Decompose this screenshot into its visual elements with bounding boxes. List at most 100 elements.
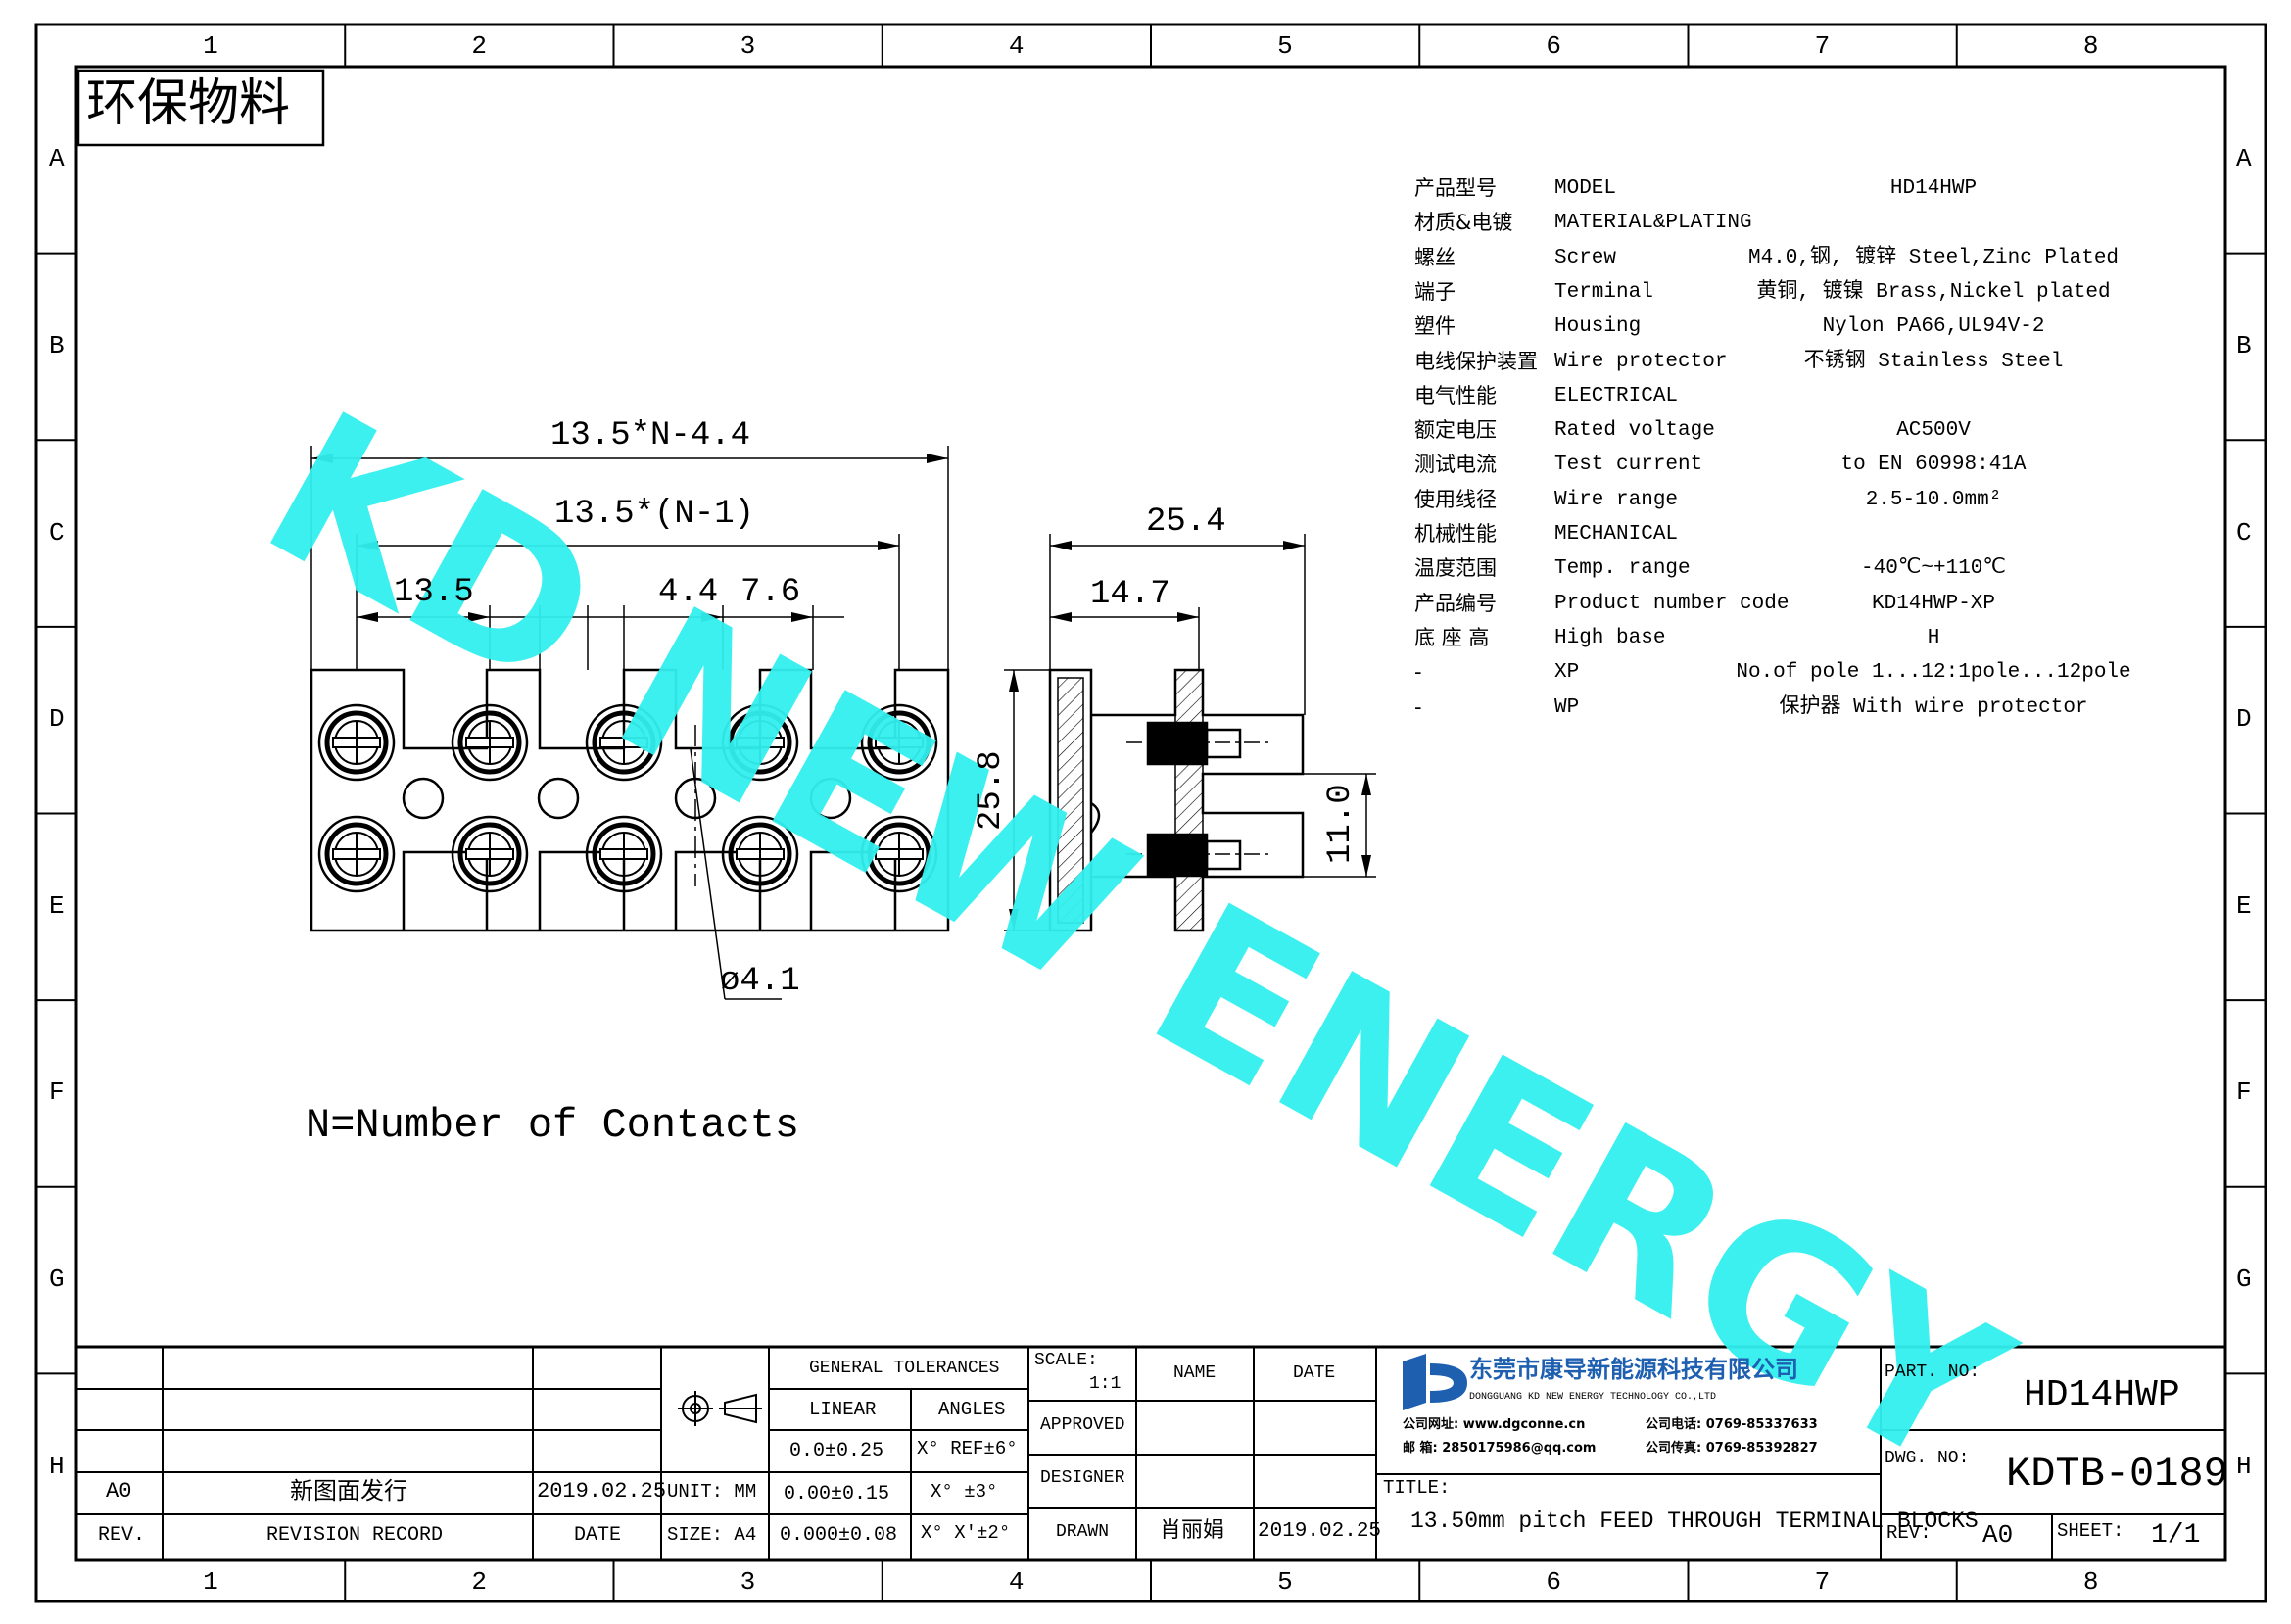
- tol-angles-3: X° X'±2°: [921, 1522, 1011, 1544]
- spec-label-cn: 端子: [1414, 279, 1456, 304]
- tol-linear-1: 0.0±0.25: [789, 1440, 884, 1462]
- rev-header-date: DATE: [574, 1524, 622, 1547]
- side-screw-bottom: [1126, 833, 1273, 878]
- zone-col-label: 6: [1546, 31, 1561, 61]
- angles-label: ANGLES: [938, 1399, 1006, 1420]
- zone-col-label: 7: [1814, 1567, 1831, 1597]
- screw-head-icon: [721, 815, 799, 893]
- drawn-date: 2019.02.25: [1258, 1520, 1382, 1543]
- spec-label-cn: 产品编号: [1414, 591, 1497, 615]
- spec-value: KD14HWP-XP: [1871, 592, 1996, 615]
- approved-label: APPROVED: [1040, 1415, 1125, 1435]
- zone-row-label: F: [2236, 1077, 2252, 1108]
- spec-value: H: [1927, 626, 1940, 649]
- zone-col-label: 4: [1008, 31, 1025, 61]
- zone-col-label: 6: [1546, 1567, 1561, 1597]
- screw-head-icon: [585, 815, 663, 893]
- spec-label-en: Wire range: [1554, 488, 1679, 511]
- scale-value: 1:1: [1089, 1374, 1122, 1394]
- screw-head-icon: [317, 703, 396, 782]
- spec-label-en: XP: [1554, 661, 1580, 685]
- dim-height: 25.8: [973, 750, 1010, 831]
- front-lower-notches: [402, 850, 897, 931]
- date-header: DATE: [1293, 1363, 1336, 1383]
- dim-side-depth: 25.4: [1146, 503, 1226, 541]
- designer-label: DESIGNER: [1040, 1468, 1125, 1488]
- front-view: [310, 446, 950, 1000]
- zone-row-label: H: [49, 1451, 65, 1481]
- company-name-en: DONGGUANG KD NEW ENERGY TECHNOLOGY CO.,L…: [1469, 1392, 1717, 1403]
- screw-head-icon: [860, 703, 938, 782]
- front-screws: [317, 703, 938, 893]
- projection-symbol-icon: [678, 1391, 762, 1426]
- spec-value: No.of pole 1...12:1pole...12pole: [1736, 661, 2131, 685]
- zone-row-label: F: [49, 1077, 65, 1108]
- stamp-box: [76, 69, 325, 147]
- spec-label-cn: -: [1414, 694, 1422, 719]
- mounting-hole: [402, 777, 445, 820]
- spec-label-en: Terminal: [1554, 280, 1653, 304]
- side-screw-top: [1126, 721, 1273, 766]
- spec-label-en: MECHANICAL: [1554, 523, 1679, 546]
- zone-col-label: 8: [2082, 31, 2099, 61]
- side-view: [1004, 534, 1376, 932]
- spec-value: -40℃~+110℃: [1861, 557, 2006, 581]
- drawing-title: 13.50mm pitch FEED THROUGH TERMINAL BLOC…: [1410, 1508, 1979, 1534]
- zone-row-label: G: [2236, 1265, 2252, 1295]
- spec-label-en: MODEL: [1554, 177, 1617, 200]
- drawn-name: 肖丽娟: [1160, 1518, 1225, 1543]
- spec-label-en: Screw: [1554, 246, 1617, 269]
- spec-label-en: Temp. range: [1554, 557, 1691, 581]
- dim-screw-spacing: 11.0: [1322, 784, 1360, 864]
- dim-side-partial: 14.7: [1090, 576, 1170, 613]
- zone-col-label: 5: [1277, 1567, 1293, 1597]
- zone-row-label: B: [2236, 330, 2252, 360]
- spec-value: 黄铜, 镀镍 Brass,Nickel plated: [1756, 280, 2111, 304]
- front-arrowheads: [311, 454, 948, 622]
- mounting-hole: [809, 777, 852, 820]
- drawn-label: DRAWN: [1056, 1522, 1110, 1542]
- general-tolerances-label: GENERAL TOLERANCES: [809, 1359, 1000, 1378]
- front-dimensions: [310, 446, 949, 1000]
- spec-label-cn: 电线保护装置: [1414, 349, 1538, 373]
- rev-row-record: 新图面发行: [290, 1477, 407, 1505]
- zone-row-label: E: [49, 890, 65, 921]
- front-outline: [310, 668, 950, 932]
- spec-label-en: MATERIAL&PLATING: [1554, 212, 1752, 235]
- zone-col-label: 1: [203, 1567, 218, 1597]
- tol-linear-2: 0.00±0.15: [784, 1483, 890, 1505]
- zone-col-label: 3: [740, 31, 756, 61]
- side-arrowheads: [1009, 541, 1371, 931]
- screw-head-icon: [317, 815, 396, 893]
- company-logo-icon: [1403, 1354, 1467, 1410]
- spec-value: 2.5-10.0mm²: [1865, 488, 2002, 511]
- zone-col-label: 1: [203, 31, 218, 61]
- screw-head-icon: [451, 815, 529, 893]
- spec-label-cn: 塑件: [1414, 314, 1456, 339]
- title-label: TITLE:: [1383, 1477, 1451, 1499]
- dwg-no-label: DWG. NO:: [1885, 1449, 1970, 1468]
- linear-label: LINEAR: [809, 1399, 877, 1420]
- zone-row-label: D: [2236, 704, 2252, 735]
- spec-label-cn: 使用线径: [1414, 487, 1497, 511]
- spec-label-cn: 螺丝: [1414, 245, 1456, 269]
- spec-label-en: ELECTRICAL: [1554, 384, 1679, 407]
- zone-row-label: H: [2236, 1451, 2252, 1481]
- zone-ticks: [36, 24, 2266, 1601]
- spec-label-en: Product number code: [1554, 592, 1790, 615]
- screw-head-icon: [451, 703, 529, 782]
- spec-value: Nylon PA66,UL94V-2: [1822, 315, 2045, 339]
- spec-label-en: WP: [1554, 695, 1580, 719]
- company-name-cn: 东莞市康导新能源科技有限公司: [1469, 1356, 1798, 1383]
- company-email: 邮 箱: 2850175986@qq.com: [1403, 1441, 1597, 1456]
- zone-col-label: 8: [2082, 1567, 2099, 1597]
- zone-row-label: D: [49, 704, 65, 735]
- screw-head-icon: [860, 815, 938, 893]
- zone-row-label: A: [49, 144, 65, 174]
- spec-label-cn: 产品型号: [1414, 176, 1497, 200]
- dim-hole-diameter: ø4.1: [720, 963, 800, 1000]
- spec-label-cn: 机械性能: [1414, 522, 1497, 546]
- zone-col-label: 5: [1277, 31, 1293, 61]
- screw-head-icon: [721, 703, 799, 782]
- zone-row-label: B: [49, 330, 65, 360]
